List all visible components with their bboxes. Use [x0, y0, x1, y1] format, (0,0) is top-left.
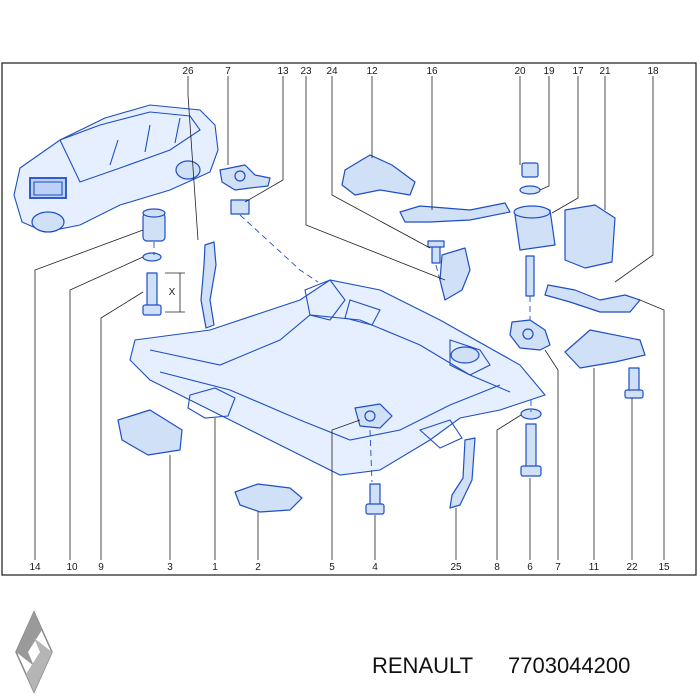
callouts-bottom: 14 10 9 3 1 2 5 4 25 8 6 7 11 22 15: [29, 562, 670, 573]
callout-26: 26: [182, 66, 194, 77]
car-illustration: [13, 104, 219, 233]
callout-17: 17: [572, 66, 584, 77]
callout-5: 5: [329, 562, 335, 573]
leader-10: [69, 256, 144, 560]
part-bolt-6: [520, 423, 542, 477]
leader-14: [34, 229, 144, 560]
part-washer-10: [142, 252, 162, 262]
callouts-top: 26 7 13 23 24 12 16 20 19 17 21 18: [182, 66, 659, 77]
leader-23: [305, 76, 446, 281]
part-link-18: [544, 284, 641, 313]
callout-25: 25: [450, 562, 462, 573]
callout-7-bottom: 7: [555, 562, 561, 573]
part-strut-26: [200, 241, 217, 329]
part-number: 7703044200: [508, 653, 630, 678]
part-cover-21: [564, 204, 616, 269]
callout-19: 19: [543, 66, 555, 77]
callout-12: 12: [366, 66, 378, 77]
leader-19: [539, 76, 550, 191]
part-mount-5: [354, 403, 393, 429]
part-bush-13: [230, 199, 250, 215]
part-bolt-24: [427, 240, 445, 264]
leader-17: [551, 76, 579, 214]
dimension-x: X: [165, 272, 185, 313]
renault-diamond-logo: [15, 610, 53, 694]
part-bolt-vertical-17: [525, 255, 535, 297]
callout-4: 4: [372, 562, 378, 573]
part-washer-19: [519, 185, 541, 195]
part-nut-20: [521, 162, 539, 178]
part-strut-25: [449, 437, 476, 509]
callout-3: 3: [167, 562, 173, 573]
leader-13: [244, 76, 284, 203]
part-plate-3: [117, 409, 183, 456]
leader-18: [614, 76, 654, 283]
part-bolt-4: [365, 483, 385, 515]
callout-15: 15: [658, 562, 670, 573]
callout-9: 9: [98, 562, 104, 573]
part-bolt-9: [142, 272, 162, 316]
callout-1: 1: [212, 562, 218, 573]
part-bolt-22: [624, 367, 644, 399]
callout-14: 14: [29, 562, 41, 573]
callout-10: 10: [66, 562, 78, 573]
callout-21: 21: [599, 66, 611, 77]
assembly-guide: [435, 264, 446, 301]
part-mount-17: [513, 205, 556, 251]
leader-7-bottom: [544, 349, 559, 560]
leader-8: [496, 414, 522, 560]
part-bush-14: [142, 208, 166, 242]
callout-20: 20: [514, 66, 526, 77]
part-mount-7-top: [219, 164, 271, 191]
callout-2: 2: [255, 562, 261, 573]
leader-9: [100, 291, 144, 560]
leader-26: [187, 76, 199, 241]
leader-24: [331, 76, 431, 249]
part-mount-7-right: [509, 319, 551, 351]
callout-6: 6: [527, 562, 533, 573]
dimension-x-label: X: [169, 287, 176, 298]
callout-13: 13: [277, 66, 289, 77]
callout-18: 18: [647, 66, 659, 77]
leader-15: [639, 299, 665, 560]
callout-23: 23: [300, 66, 312, 77]
part-arm-11: [564, 329, 646, 369]
part-washer-8: [520, 408, 542, 420]
part-bracket-12: [341, 154, 416, 196]
part-link-16: [399, 202, 511, 223]
part-bracket-2: [234, 483, 303, 513]
callout-22: 22: [626, 562, 638, 573]
assembly-guide: [239, 214, 319, 283]
callout-8: 8: [494, 562, 500, 573]
callout-7: 7: [225, 66, 231, 77]
callout-16: 16: [426, 66, 438, 77]
assembly-guide: [369, 429, 373, 483]
callout-11: 11: [589, 562, 600, 573]
front-subframe: [129, 279, 546, 476]
brand-name: RENAULT: [372, 653, 473, 678]
callout-24: 24: [326, 66, 338, 77]
leader-5: [331, 419, 361, 560]
